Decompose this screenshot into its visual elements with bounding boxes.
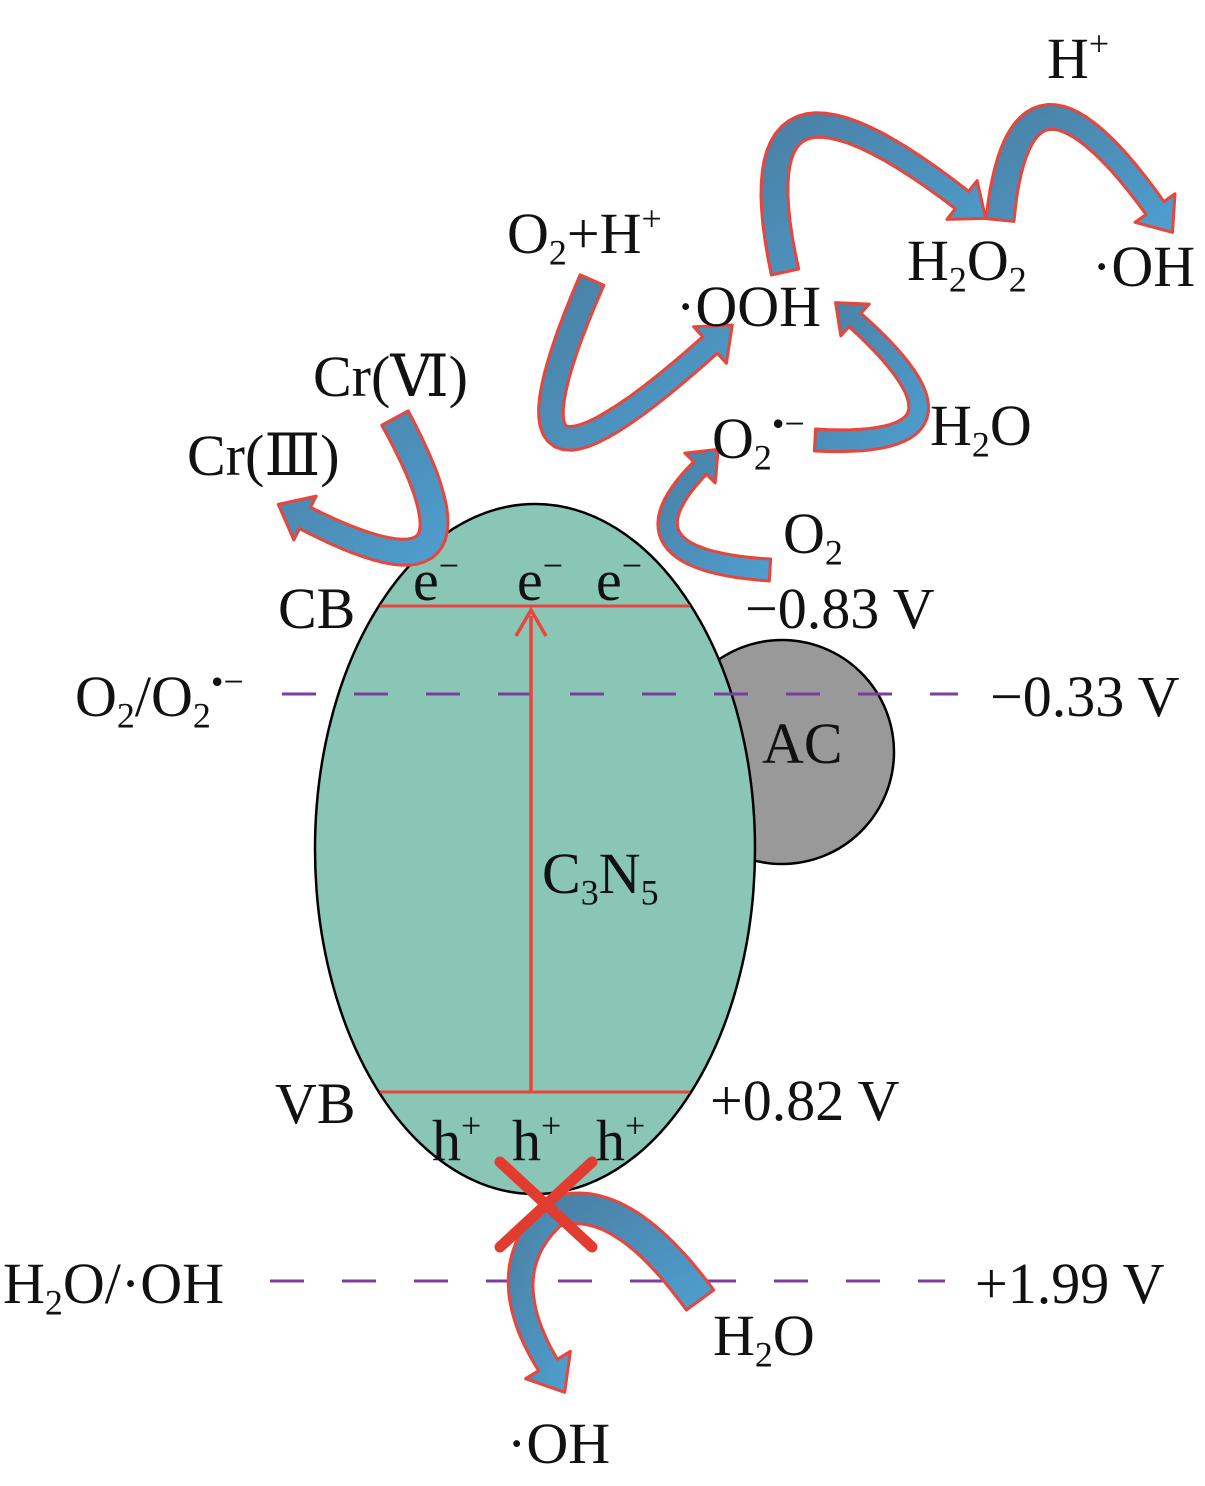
oh-top-label: ·OH	[1092, 234, 1196, 299]
cb-potential: −0.83 V	[745, 576, 935, 641]
electron-2-sign: −	[542, 545, 564, 586]
electron-3: e−	[596, 548, 642, 610]
h2o-bottom-a-sub: 2	[754, 1334, 773, 1375]
water-hydroxyl-ref-label: H2O/·OH	[3, 1255, 224, 1321]
c3n5-c: C	[542, 841, 581, 906]
electron-1: e−	[413, 548, 459, 610]
cb-label: CB	[278, 576, 356, 641]
o2-label: O2	[783, 505, 843, 571]
hole-1: h+	[432, 1108, 481, 1170]
arrow-o2h-to-ooh	[537, 273, 734, 452]
electron-3-base: e	[596, 548, 622, 613]
vb-label: VB	[275, 1071, 356, 1136]
o2h-b: +H	[566, 201, 642, 266]
h2o2-b-sub: 2	[1008, 259, 1027, 300]
c3n5-sub1: 3	[580, 872, 599, 913]
ref-o2-b-sub: 2	[192, 695, 211, 736]
h-plus-base: H	[1047, 26, 1089, 91]
o2-base: O	[783, 501, 825, 566]
h2o-bottom-a: H	[713, 1303, 755, 1368]
h2o-top-a: H	[930, 393, 972, 458]
hole-2-base: h	[512, 1108, 541, 1173]
arrow-h2o-to-vb-blocked	[548, 1191, 716, 1312]
ac-label: AC	[762, 711, 843, 776]
c3n5-n: N	[598, 841, 641, 906]
electron-3-sign: −	[621, 545, 643, 586]
water-hydroxyl-ref-potential: +1.99 V	[975, 1251, 1165, 1316]
hole-1-base: h	[432, 1108, 461, 1173]
electron-1-base: e	[413, 548, 439, 613]
h2o-bottom-label: H2O	[713, 1307, 815, 1373]
o2h-b-sup: +	[641, 198, 662, 239]
oh-bottom-label: ·OH	[507, 1411, 611, 1476]
cr3-label: Cr(Ⅲ)	[187, 423, 340, 488]
cr6-label: Cr(Ⅵ)	[313, 344, 468, 409]
arrow-to-oh-bottom	[506, 1200, 572, 1394]
superoxide-sub: 2	[753, 437, 772, 478]
h2o-top-b: O	[989, 393, 1032, 458]
superoxide-rad: •−	[771, 403, 805, 444]
o2h-a: O	[507, 201, 549, 266]
blocked-x-stroke-2	[494, 1156, 598, 1253]
ref-h2o-a-sub: 2	[44, 1282, 63, 1323]
ref-o2-rad: •−	[210, 661, 244, 702]
arrow-superoxide-to-ooh	[812, 301, 930, 454]
hole-2-sign: +	[541, 1105, 562, 1146]
h2o2-b: O	[966, 228, 1009, 293]
excitation-arrow-head	[514, 606, 548, 637]
c3n5-sub2: 5	[640, 872, 659, 913]
ref-o2-b: /O	[134, 664, 193, 729]
h2o-bottom-b: O	[772, 1303, 815, 1368]
o2h-a-sub: 2	[548, 232, 567, 273]
c3n5-label: C3N5	[542, 845, 659, 911]
hole-3: h+	[596, 1108, 645, 1170]
vb-potential: +0.82 V	[710, 1068, 900, 1133]
hole-1-sign: +	[461, 1105, 482, 1146]
ref-h2o-b: O/·OH	[62, 1251, 224, 1316]
arrow-ooh-to-h2o2	[759, 111, 988, 277]
h2o-top-a-sub: 2	[971, 424, 990, 465]
arrow-o2-to-superoxide	[656, 447, 773, 583]
superoxide-label: O2•−	[712, 406, 805, 476]
ref-h2o-a: H	[3, 1251, 45, 1316]
o2-hplus-label: O2+H+	[507, 201, 662, 271]
o2-sub: 2	[824, 532, 843, 573]
hole-3-sign: +	[625, 1105, 646, 1146]
ref-o2-a-sub: 2	[116, 695, 135, 736]
h-plus-top-label: H+	[1047, 26, 1109, 88]
superoxide-base: O	[712, 406, 754, 471]
ref-o2-a: O	[75, 664, 117, 729]
h2o-top-label: H2O	[930, 397, 1032, 463]
h2o2-a: H	[907, 228, 949, 293]
h2o2-a-sub: 2	[948, 259, 967, 300]
arrow-cr6-to-cr3	[276, 409, 450, 567]
arrow-h2o2-to-oh	[984, 103, 1177, 234]
reaction-arrows	[276, 103, 1177, 1394]
h2o2-label: H2O2	[907, 232, 1027, 298]
o2-superoxide-ref-potential: −0.33 V	[990, 664, 1180, 729]
electron-1-sign: −	[438, 545, 460, 586]
blocked-x-mark	[494, 1156, 598, 1253]
electron-2-base: e	[517, 548, 543, 613]
hole-2: h+	[512, 1108, 561, 1170]
electron-2: e−	[517, 548, 563, 610]
o2-superoxide-ref-label: O2/O2•−	[75, 664, 244, 734]
hole-3-base: h	[596, 1108, 625, 1173]
h-plus-sup: +	[1088, 23, 1110, 64]
ooh-radical-label: ·OOH	[676, 274, 821, 339]
